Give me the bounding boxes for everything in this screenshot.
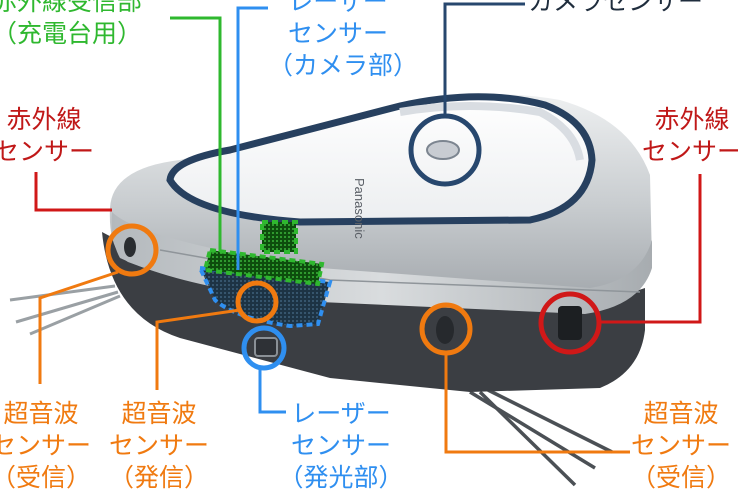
label-us-send: 超音波 センサー （発信） [104, 398, 214, 494]
ir-receiver-window-highlight [202, 247, 325, 287]
label-laser-emit: レーザー センサー （発光部） [276, 398, 406, 494]
leader-ir-right [600, 174, 702, 324]
label-laser-camera-line1: レーザー [288, 0, 388, 16]
ir-right-window [558, 306, 582, 340]
ir-right-circle [538, 291, 602, 355]
label-us-right-recv-line1: 超音波 [643, 399, 719, 428]
label-us-right-recv: 超音波 センサー （受信） [626, 398, 736, 494]
label-ir-receiver-line1: 赤外線受信部 [0, 0, 143, 16]
camera-lens [426, 140, 460, 160]
label-us-send-line1: 超音波 [121, 399, 197, 428]
leader-laser-emit [258, 368, 286, 414]
ir-receiver-top-highlight [260, 220, 298, 254]
us-right-port [436, 316, 454, 344]
label-us-left-recv: 超音波 センサー （受信） [0, 398, 96, 494]
label-laser-camera-line2: センサー [287, 19, 388, 48]
brand-logo: Panasonic [352, 178, 367, 239]
label-ir-left: 赤外線 センサー [0, 104, 94, 168]
leader-us-right [444, 354, 630, 454]
leader-ir-receiver [170, 16, 222, 252]
label-laser-emit-line3: （発光部） [278, 463, 404, 492]
label-ir-left-line2: センサー [0, 137, 95, 166]
ir-left-circle [105, 223, 159, 277]
label-camera-sensor: カメラセンサー [528, 0, 703, 18]
robot-base [102, 232, 645, 392]
label-us-right-recv-line2: センサー [630, 431, 731, 460]
laser-emit-window [254, 337, 278, 357]
ir-left-window [124, 237, 136, 257]
label-ir-receiver-line2: （充電台用） [0, 19, 143, 48]
label-ir-receiver: 赤外線受信部 （充電台用） [0, 0, 142, 50]
label-ir-right: 赤外線 センサー [640, 104, 738, 168]
label-ir-right-line2: センサー [641, 137, 738, 166]
label-laser-camera: レーザー センサー （カメラ部） [268, 0, 419, 82]
robot-vacuum: Panasonic [102, 93, 653, 392]
leader-ir-left [34, 172, 112, 212]
us-right-circle [419, 302, 473, 356]
label-us-left-recv-line2: センサー [0, 431, 91, 460]
robot-top-panel [166, 93, 596, 226]
label-us-right-recv-line3: （受信） [630, 463, 731, 492]
side-brush-right [469, 388, 613, 487]
leader-camera-sensor [443, 2, 525, 116]
label-us-send-line2: センサー [108, 431, 209, 460]
label-us-send-line3: （発信） [108, 463, 209, 492]
label-us-left-recv-line1: 超音波 [3, 399, 79, 428]
label-ir-left-line1: 赤外線 [6, 105, 82, 134]
label-ir-right-line1: 赤外線 [654, 105, 730, 134]
label-camera-sensor-line1: カメラセンサー [528, 0, 704, 16]
leader-us-send [155, 308, 241, 390]
label-laser-emit-line2: センサー [290, 431, 391, 460]
leader-us-left [38, 270, 119, 384]
us-send-circle [235, 280, 279, 324]
side-brush-left [9, 284, 121, 336]
leader-laser-camera [236, 6, 268, 270]
top-shadow [399, 102, 584, 161]
laser-emit-circle [241, 325, 287, 371]
label-laser-emit-line1: レーザー [291, 399, 391, 428]
label-us-left-recv-line3: （受信） [0, 463, 91, 492]
label-laser-camera-line3: （カメラ部） [268, 51, 419, 80]
